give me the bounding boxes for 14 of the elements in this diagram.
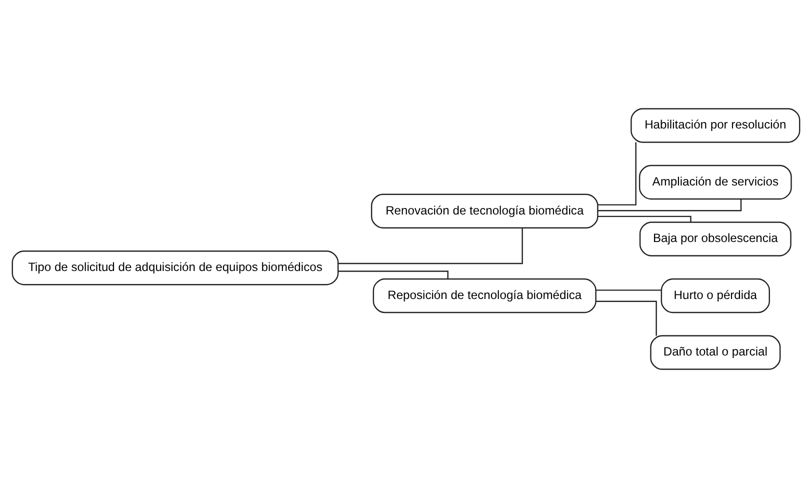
node-box: Reposición de tecnología biomédica [372,278,596,313]
connector [598,142,636,205]
node-box: Habilitación por resolución [630,108,800,142]
node-box: Renovación de tecnología biomédica [370,193,598,228]
node-box: Baja por obsolescencia [639,221,792,256]
connector [596,289,662,290]
node-box: Daño total o parcial [650,334,781,370]
node-box: Ampliación de servicios [638,164,792,200]
connector [596,300,657,336]
connector [338,227,523,264]
node-box: Tipo de solicitud de adquisición de equipos biomédicos [12,250,339,285]
connector [598,215,692,222]
connector [338,270,448,279]
node-box: Hurto o pérdida [660,278,770,313]
